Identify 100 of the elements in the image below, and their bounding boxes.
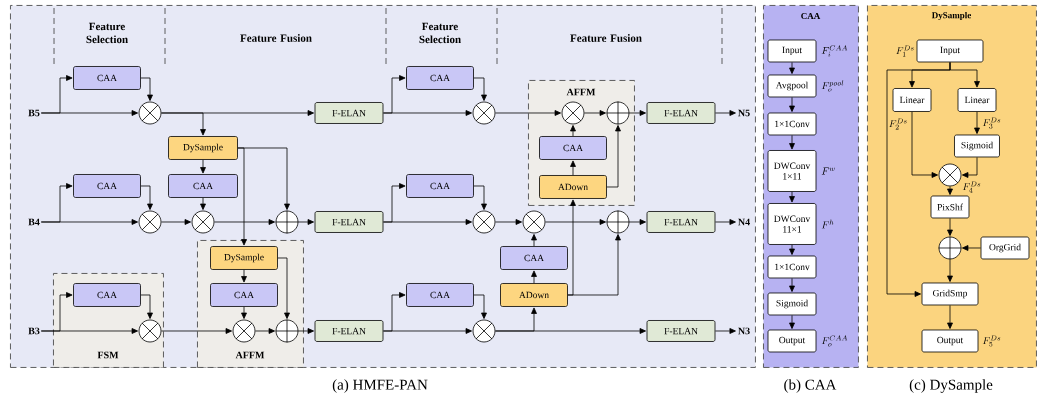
arrow bbox=[789, 191, 795, 203]
process-box: CAA bbox=[210, 283, 278, 307]
multiply-symbol bbox=[232, 319, 256, 343]
arrow bbox=[789, 62, 795, 74]
arrow bbox=[947, 305, 953, 329]
process-box: CAA bbox=[406, 283, 474, 307]
section-heading: Feature Selection bbox=[419, 22, 461, 44]
arrow bbox=[789, 315, 795, 329]
process-box: Sigmoid bbox=[767, 292, 817, 316]
process-box: F-ELAN bbox=[646, 320, 716, 342]
arrow bbox=[789, 135, 795, 150]
arrow bbox=[473, 185, 487, 210]
process-box: Avgpool bbox=[767, 74, 817, 98]
process-box: Sigmoid bbox=[954, 134, 1000, 158]
multiply-symbol bbox=[472, 101, 496, 125]
arrow bbox=[495, 110, 561, 116]
input-label: B4 bbox=[28, 218, 40, 226]
multiply-symbol bbox=[191, 210, 215, 234]
formula-label: $F_5^{Ds}$ bbox=[982, 335, 1001, 347]
arrow bbox=[40, 328, 138, 334]
arrow bbox=[584, 110, 606, 116]
process-box: F-ELAN bbox=[314, 211, 384, 233]
arrow bbox=[567, 234, 621, 296]
process-box: OrgGrid bbox=[980, 236, 1030, 260]
formula-label: $F_o^{pool}$ bbox=[821, 80, 844, 92]
process-box: CAA bbox=[500, 246, 568, 270]
input-label: B3 bbox=[28, 327, 40, 335]
process-box: 1×1Conv bbox=[767, 255, 817, 279]
panel-title: CAA bbox=[801, 12, 821, 20]
process-box: DWConv 1×11 bbox=[767, 150, 817, 192]
formula-label: $F_4^{Ds}$ bbox=[962, 181, 981, 193]
add-symbol bbox=[606, 210, 630, 234]
process-box: PixShf bbox=[930, 195, 970, 219]
process-box: F-ELAN bbox=[646, 211, 716, 233]
arrow bbox=[629, 110, 646, 116]
formula-label: $F^w$ bbox=[821, 167, 835, 175]
module-label: FSM bbox=[97, 351, 119, 359]
process-box: ADown bbox=[539, 175, 607, 199]
arrow bbox=[962, 157, 978, 178]
formula-label: $F_1^{Ds}$ bbox=[896, 45, 914, 57]
arrow bbox=[237, 147, 247, 246]
formula-label: $F_i^{CAA}$ bbox=[821, 45, 848, 57]
formula-label: $F^h$ bbox=[821, 219, 834, 229]
arrow bbox=[241, 306, 247, 319]
process-box: Output bbox=[767, 329, 817, 353]
add-symbol bbox=[275, 319, 299, 343]
process-box: GridSmp bbox=[921, 282, 979, 306]
formula-label: $F_3^{Ds}$ bbox=[982, 117, 1001, 129]
arrow bbox=[214, 219, 275, 225]
formula-label: $F_o^{CAA}$ bbox=[821, 335, 848, 347]
multiply-symbol bbox=[561, 101, 585, 125]
arrow bbox=[606, 125, 621, 188]
arrow bbox=[570, 160, 576, 176]
process-box: CAA bbox=[406, 174, 474, 198]
process-box: DWConv 11×1 bbox=[767, 203, 817, 245]
arrow bbox=[962, 245, 981, 251]
output-label: N4 bbox=[738, 218, 750, 226]
arrow bbox=[947, 259, 953, 282]
section-heading: Feature Selection bbox=[86, 22, 128, 44]
arrow bbox=[629, 219, 646, 225]
multiply-symbol bbox=[138, 101, 162, 125]
arrow bbox=[715, 328, 736, 334]
arrow bbox=[570, 125, 576, 137]
process-box: DySample bbox=[168, 136, 238, 160]
arrow bbox=[140, 185, 153, 210]
arrow bbox=[161, 328, 232, 334]
output-label: N5 bbox=[738, 109, 750, 117]
panel-caption: (b) CAA bbox=[784, 379, 837, 393]
formula-label: $F_2^{Ds}$ bbox=[889, 118, 907, 130]
process-box: CAA bbox=[406, 66, 474, 90]
arrow bbox=[531, 234, 537, 247]
arrow bbox=[40, 110, 138, 116]
process-box: CAA bbox=[168, 174, 238, 198]
arrow bbox=[40, 219, 138, 225]
multiply-symbol bbox=[472, 319, 496, 343]
panel-title: DySample bbox=[931, 11, 971, 21]
process-box: DySample bbox=[210, 246, 278, 270]
arrow bbox=[974, 111, 980, 134]
output-label: N3 bbox=[738, 327, 750, 335]
input-label: B5 bbox=[28, 109, 40, 117]
arrow bbox=[140, 77, 153, 101]
panel-caption: (a) HMFE-PAN bbox=[332, 379, 428, 393]
section-heading: Feature Fusion bbox=[570, 34, 642, 42]
arrow bbox=[886, 62, 951, 297]
process-box: F-ELAN bbox=[314, 320, 384, 342]
arrow bbox=[383, 219, 472, 225]
process-box: Input bbox=[916, 39, 984, 63]
add-symbol bbox=[938, 236, 962, 260]
arrow bbox=[161, 219, 191, 225]
section-heading: Feature Fusion bbox=[240, 34, 312, 42]
process-box: F-ELAN bbox=[646, 102, 716, 124]
arrow bbox=[383, 110, 472, 116]
arrow bbox=[298, 219, 314, 225]
arrow bbox=[383, 328, 472, 334]
arrow bbox=[495, 219, 522, 225]
arrow bbox=[495, 307, 537, 332]
arrow bbox=[789, 97, 795, 112]
process-box: Input bbox=[767, 39, 817, 63]
arrow bbox=[241, 269, 247, 283]
arrow bbox=[911, 111, 938, 178]
